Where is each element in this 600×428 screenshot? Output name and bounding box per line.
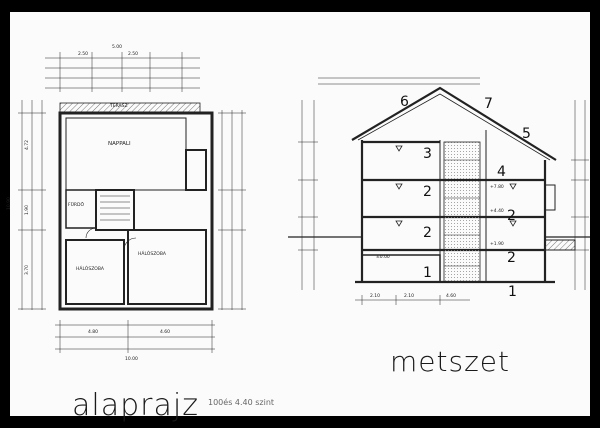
section-bottom-dimensions <box>355 295 470 305</box>
section-top-dimensions <box>318 77 480 85</box>
floor-plan <box>18 52 246 353</box>
label-living: NAPPALI <box>108 141 131 147</box>
level-markers <box>395 145 517 227</box>
balcony-lower <box>544 239 576 251</box>
dim-bottom-b: 4.60 <box>160 329 170 335</box>
dim-top-total: 5.00 <box>112 44 122 50</box>
roof-inner <box>357 93 551 161</box>
room-number: 2 <box>423 184 432 200</box>
door-swing <box>85 227 97 239</box>
section-title: metszet <box>390 345 510 378</box>
living-room-outline <box>65 117 187 191</box>
label-bedroom-right: HÁLÓSZOBA <box>138 250 167 257</box>
dim-bottom-total: 10.00 <box>125 356 138 362</box>
stair-section <box>443 141 481 283</box>
room-number: 2 <box>507 208 516 224</box>
stair-flights <box>444 159 480 267</box>
bottom-dimension-lines <box>55 320 215 353</box>
sec-dim-bottom-c: 4.60 <box>446 293 456 299</box>
bedroom-left-outline <box>65 239 125 305</box>
level-mid-upper: +4.40 <box>490 208 504 214</box>
room-number: 2 <box>507 250 516 266</box>
dim-left-c: 3.70 <box>24 265 30 275</box>
label-terrace: TERASZ <box>109 103 128 109</box>
balcony-upper <box>544 184 556 211</box>
room-number: 3 <box>423 146 432 162</box>
section-left-dimensions <box>298 100 318 290</box>
dim-top-a: 2.50 <box>78 51 88 57</box>
roof-outline <box>351 86 557 161</box>
section-right-dimensions <box>571 100 589 290</box>
dim-bottom-a: 4.80 <box>88 329 98 335</box>
right-dimension-lines <box>218 110 246 310</box>
level-ground: ±0.00 <box>376 254 390 260</box>
sec-dim-bottom-a: 2.10 <box>370 293 380 299</box>
floorplan-title: alaprajz <box>72 388 199 423</box>
dim-left-b: 1.90 <box>24 205 30 215</box>
room-number: 1 <box>423 265 432 281</box>
top-dimension-lines <box>45 52 200 92</box>
sec-dim-bottom-b: 2.10 <box>404 293 414 299</box>
room-number: 2 <box>423 225 432 241</box>
scale-note: 100és 4.40 szint <box>208 398 275 407</box>
foundation-left <box>361 254 441 283</box>
door-swing <box>123 237 137 251</box>
stair-treads <box>100 195 130 221</box>
room-number: 7 <box>484 96 493 112</box>
left-dimension-lines <box>18 100 46 310</box>
label-bathroom: FÜRDŐ <box>68 201 84 208</box>
dim-top-b: 2.50 <box>128 51 138 57</box>
room-number: 5 <box>522 126 531 142</box>
dim-left-total: 10.90 <box>6 197 12 210</box>
room-number: 1 <box>508 284 517 300</box>
room-number: 6 <box>400 94 409 110</box>
level-top: +7.80 <box>490 184 504 190</box>
label-bedroom-left: HÁLÓSZOBA <box>76 265 105 272</box>
level-mid-lower: +1.90 <box>490 241 504 247</box>
outer-walls <box>58 111 214 311</box>
room-number: 4 <box>497 164 506 180</box>
bedroom-right-outline <box>127 229 207 305</box>
section-drawing <box>288 77 590 305</box>
bathroom-outline <box>65 189 97 229</box>
dim-left-a: 4.72 <box>24 140 30 150</box>
chimney-block <box>185 149 207 191</box>
